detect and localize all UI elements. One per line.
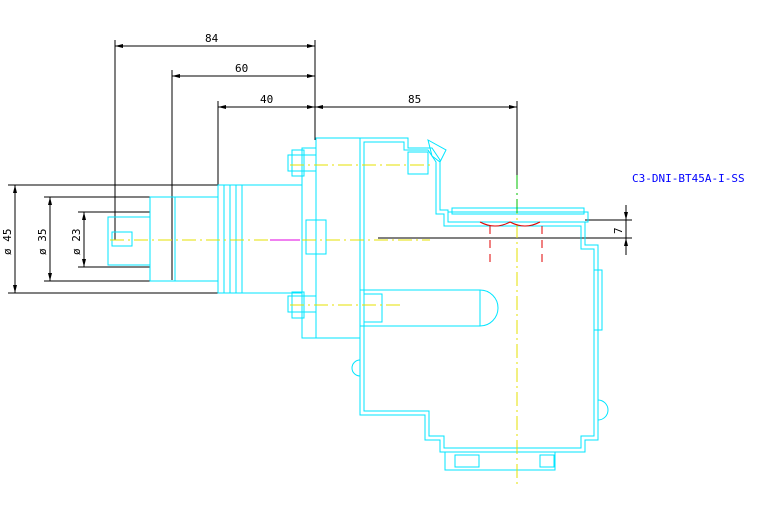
dimension-40-label: 40 [260,93,273,106]
tool-body [107,137,609,471]
dimension-dia-45-label: ø 45 [1,229,14,256]
dimension-84-label: 84 [205,32,219,45]
part-label: C3-DNI-BT45A-I-SS [632,172,745,185]
dimension-dia-35-label: ø 35 [36,229,49,256]
dimension-84: 84 [114,32,316,240]
dimension-dia-35: ø 35 [36,196,175,282]
hidden-lines [479,221,543,264]
dimension-dia-45: ø 45 [1,184,275,294]
dimension-7-label: 7 [612,227,625,234]
dimension-85-label: 85 [408,93,421,106]
dimension-7: 7 [378,205,632,255]
dimension-40: 40 [217,93,315,185]
dimension-60: 60 [171,62,315,280]
dimension-dia-23-label: ø 23 [70,229,83,256]
dimension-dia-23: ø 23 [70,211,150,268]
dimension-85: 85 [315,93,518,180]
dimension-60-label: 60 [235,62,248,75]
